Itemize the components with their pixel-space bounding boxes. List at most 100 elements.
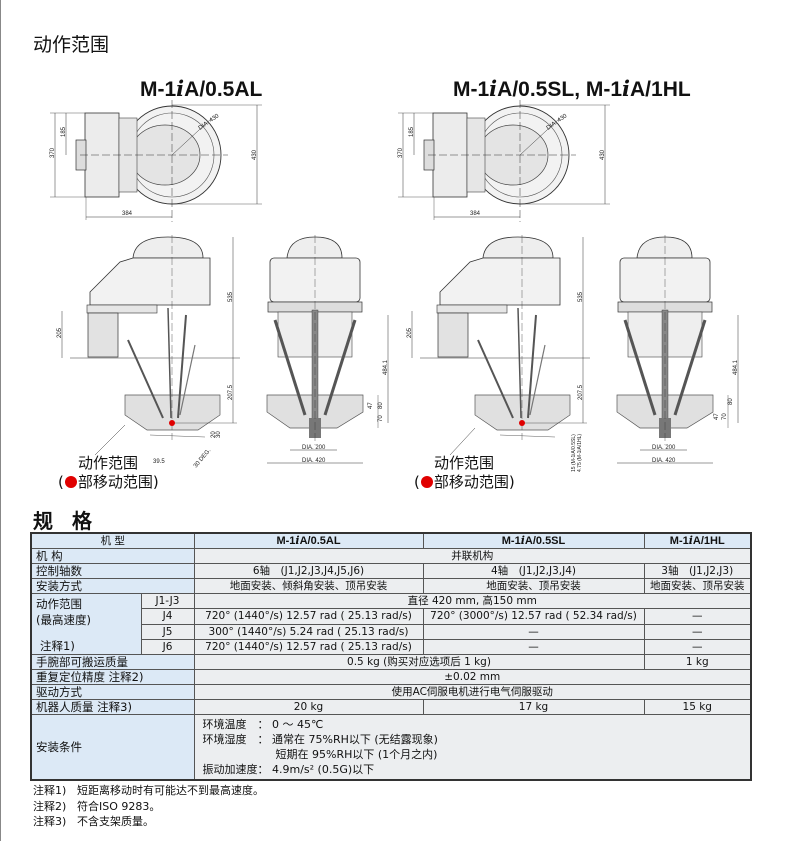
table-row: 机器人质量 注释3) 20 kg 17 kg 15 kg	[30, 699, 752, 715]
dim-430: 430	[252, 149, 258, 160]
dim-30deg: 30 DEG.	[193, 448, 213, 470]
row-label: 机器人质量 注释3)	[30, 699, 195, 715]
table-row: 安装条件 环境温度 ： 0 ～ 45℃ 环境湿度 ： 通常在 75%RH以下 (…	[30, 714, 752, 781]
note: 注释2)符合ISO 9283。	[33, 799, 161, 813]
dim-dia420: DIA. 420	[652, 458, 676, 464]
model-suffix: A/1HL	[630, 78, 691, 101]
label-line: 动作范围	[36, 597, 82, 611]
paren: (	[58, 473, 64, 491]
header-hl: M-1iA/1HL	[643, 532, 752, 549]
red-dot-icon	[420, 476, 433, 488]
cell: 17 kg	[422, 699, 645, 715]
model-suffix: A/0.5SL	[497, 78, 575, 101]
table-row: 动作范围 (最高速度) 注释1) J1-J3 直径 420 mm, 高150 m…	[30, 592, 752, 655]
header-sl: M-1iA/0.5SL	[422, 532, 645, 549]
dim-39-5: 39.5	[153, 459, 165, 465]
dim-30: 30	[216, 431, 222, 438]
env-humidity-short: 短期在 95%RH以下 (1个月之内)	[275, 748, 438, 761]
dim-370: 370	[398, 147, 404, 158]
note: 注释1)短距离移动时有可能达不到最高速度。	[33, 784, 264, 797]
table-row: 安装方式 地面安装、倾斜角安装、顶吊安装 地面安装、顶吊安装 地面安装、顶吊安装	[30, 578, 752, 594]
table-row: 重复定位精度 注释2) ±0.02 mm	[30, 669, 752, 685]
dim-185: 185	[409, 126, 415, 137]
caption-text: 部移动范围)	[433, 473, 515, 491]
row-label: 机 构	[30, 548, 195, 564]
row-label: 控制轴数	[30, 563, 195, 579]
row-label: 驱动方式	[30, 684, 195, 700]
model-prefix: M-1	[585, 78, 623, 101]
dim-70: 70	[722, 413, 728, 420]
separator: ,	[574, 78, 586, 101]
model-suffix: A/0.5AL	[184, 78, 263, 101]
top-view-sl-hl	[397, 99, 611, 223]
end-effector-dot-al	[169, 420, 175, 426]
end-effector-dot-sl-hl	[519, 420, 525, 426]
cell: 300° (1440°/s) 5.24 rad ( 25.13 rad/s)	[193, 623, 424, 640]
dim-484-1: 484.1	[733, 359, 739, 375]
dim-430: 430	[600, 149, 606, 160]
model-prefix: M-1	[453, 78, 490, 101]
robot-drawings: 370 185 430 DIA. 430 384 535 205 207.5 2…	[49, 99, 740, 472]
dim-384: 384	[122, 211, 133, 217]
row-label: 安装条件	[30, 714, 195, 781]
model-heading-sl-hl: M-1iA/0.5SL, M-1iA/1HL	[453, 76, 691, 102]
cell: —	[643, 623, 752, 640]
leader-line	[449, 427, 476, 456]
dim-207-5: 207.5	[578, 384, 584, 400]
page-border	[0, 0, 1, 841]
joint-label: J1-J3	[140, 592, 195, 610]
env-vibration: 振动加速度： 4.9m/s² (0.5G)以下	[202, 763, 375, 776]
dim-80: 80	[378, 402, 384, 409]
dim-15: 15 (M-1iA/0.5SL)	[571, 434, 577, 472]
spec-title: 规 格	[33, 509, 98, 533]
dim-207-5: 207.5	[228, 384, 234, 400]
cell: 720° (3000°/s) 12.57 rad ( 52.34 rad/s)	[422, 608, 645, 625]
paren: (	[414, 473, 420, 491]
cell: 地面安装、顶吊安装	[643, 578, 752, 594]
table-row: 机 构 并联机构	[30, 548, 752, 564]
cell: 1 kg	[643, 654, 752, 670]
cell: 20 kg	[193, 699, 424, 715]
table-row: J4 720° (1440°/s) 12.57 rad ( 25.13 rad/…	[31, 608, 752, 625]
cell: 6轴 (J1,J2,J3,J4,J5,J6)	[193, 563, 424, 579]
model-prefix: M-1	[140, 78, 177, 101]
dim-dia200: DIA. 200	[302, 445, 326, 451]
row-label: 手腕部可搬运质量	[30, 654, 195, 670]
header-model: 机 型	[30, 532, 195, 549]
label-line: (最高速度)	[36, 613, 91, 627]
leader-line	[94, 424, 126, 456]
dim-535: 535	[228, 291, 234, 302]
side-view-al	[61, 234, 241, 441]
dim-4-75: 4.75 (M-1iA/1HL)	[577, 434, 583, 472]
cell: 地面安装、顶吊安装	[422, 578, 645, 594]
caption-range-sl-hl: 动作范围	[434, 454, 495, 472]
cell: 0.5 kg (购买对应选项后 1 kg)	[193, 654, 645, 670]
dim-205: 205	[407, 327, 413, 338]
dim-80: 80	[728, 398, 734, 405]
caption-range-al: 动作范围	[78, 454, 139, 472]
dim-205: 205	[57, 327, 63, 338]
cell: —	[643, 638, 752, 656]
cell: 并联机构	[193, 548, 752, 564]
dim-47: 47	[368, 402, 374, 409]
notes: 注释1)短距离移动时有可能达不到最高速度。 注释2)符合ISO 9283。 注释…	[33, 783, 264, 830]
front-view-sl-hl	[615, 233, 740, 465]
caption-text: 部移动范围)	[77, 473, 159, 491]
model-i: i	[176, 76, 185, 101]
cell: 使用AC伺服电机进行电气伺服驱动	[193, 684, 752, 700]
table-row: 驱动方式 使用AC伺服电机进行电气伺服驱动	[30, 684, 752, 700]
cell: 4轴 (J1,J2,J3,J4)	[422, 563, 645, 579]
row-label: 安装方式	[30, 578, 195, 594]
model-i: i	[489, 76, 498, 101]
dim-20: 20	[211, 431, 217, 438]
dim-185: 185	[61, 126, 67, 137]
row-label: 重复定位精度 注释2)	[30, 669, 195, 685]
side-view-sl-hl	[411, 234, 591, 441]
table-row: 手腕部可搬运质量 0.5 kg (购买对应选项后 1 kg) 1 kg	[30, 654, 752, 670]
cell: —	[643, 608, 752, 625]
caption-point-al: ( 部移动范围)	[58, 471, 159, 492]
cell: 720° (1440°/s) 12.57 rad ( 25.13 rad/s)	[193, 608, 424, 625]
env-cell: 环境温度 ： 0 ～ 45℃ 环境湿度 ： 通常在 75%RH以下 (无结露现象…	[193, 714, 752, 781]
dim-484-1: 484.1	[383, 359, 389, 375]
table-row: 控制轴数 6轴 (J1,J2,J3,J4,J5,J6) 4轴 (J1,J2,J3…	[30, 563, 752, 579]
